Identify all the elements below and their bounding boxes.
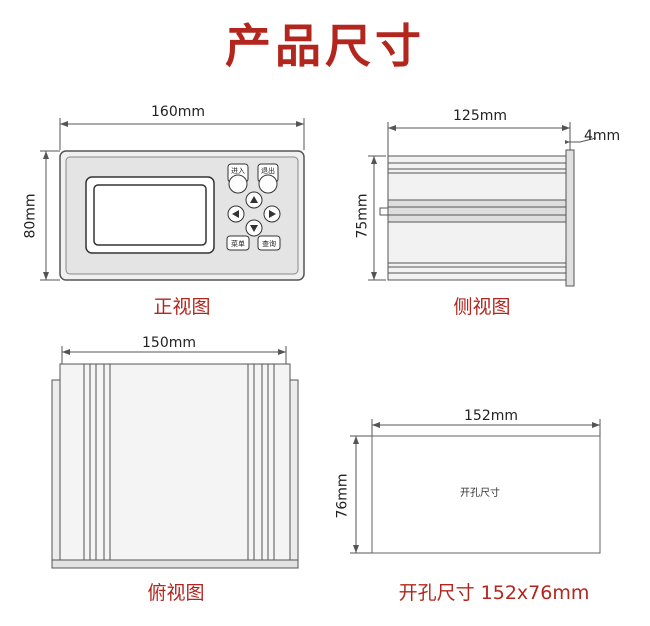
front-buttons — [226, 163, 281, 251]
button-label-menu: 菜单 — [231, 239, 245, 248]
button-label-enter: 进入 — [231, 167, 245, 175]
cutout-width-label: 152mm — [464, 408, 518, 424]
cutout-caption: 开孔尺寸 152x76mm — [398, 582, 590, 604]
side-depth-label: 125mm — [453, 108, 507, 124]
front-width-label: 160mm — [151, 104, 205, 120]
side-view-caption: 侧视图 — [453, 296, 511, 318]
side-height-label: 75mm — [354, 193, 371, 239]
top-view — [51, 346, 299, 569]
top-width-label: 150mm — [142, 335, 196, 351]
cutout-inner-label: 开孔尺寸 — [460, 488, 500, 499]
button-label-query: 查询 — [262, 239, 276, 248]
cutout-view — [350, 419, 601, 554]
front-height-label: 80mm — [22, 193, 39, 239]
page-title: 产品尺寸 — [225, 19, 425, 73]
cutout-height-label: 76mm — [334, 473, 351, 519]
front-view-caption: 正视图 — [153, 296, 211, 318]
side-view — [368, 122, 597, 287]
button-label-exit: 退出 — [261, 166, 275, 175]
side-bezel-label: 4mm — [584, 128, 621, 144]
top-view-caption: 俯视图 — [147, 582, 205, 604]
front-view: 进入 退出 菜单 查询 — [40, 118, 305, 281]
